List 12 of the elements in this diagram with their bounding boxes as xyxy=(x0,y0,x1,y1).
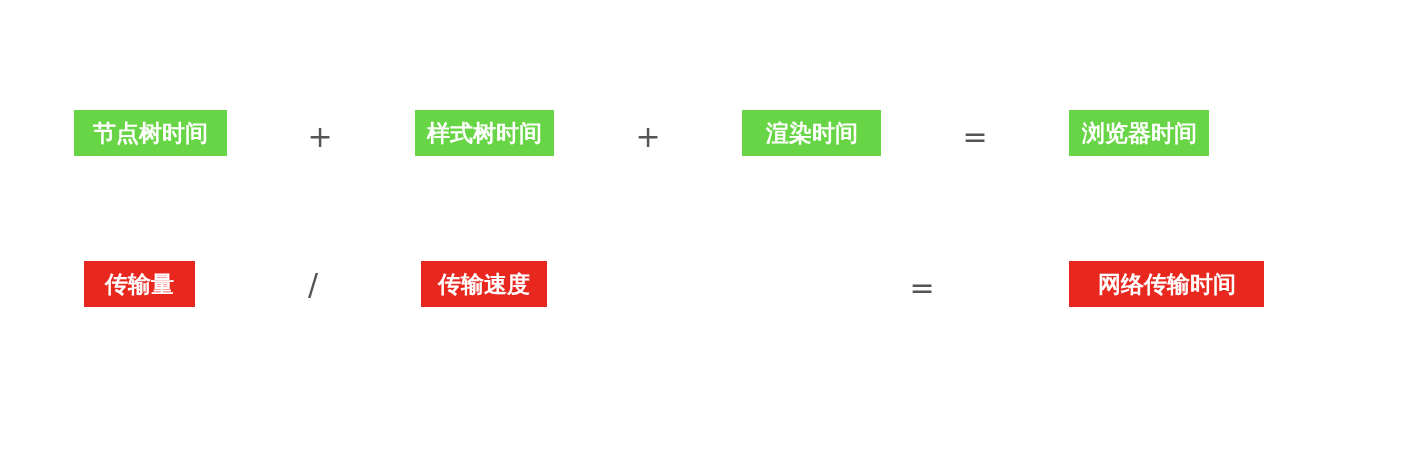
term-box: 浏览器时间 xyxy=(1069,110,1209,156)
term-box: 传输量 xyxy=(84,261,195,307)
term-box: 网络传输时间 xyxy=(1069,261,1264,307)
operator-sign: + xyxy=(307,122,333,152)
term-box: 传输速度 xyxy=(421,261,547,307)
operator-sign: / xyxy=(308,270,319,300)
term-box: 样式树时间 xyxy=(415,110,554,156)
term-box: 渲染时间 xyxy=(742,110,881,156)
term-box: 节点树时间 xyxy=(74,110,227,156)
operator-sign: + xyxy=(635,122,661,152)
operator-sign: = xyxy=(962,122,988,152)
operator-sign: = xyxy=(909,273,935,303)
